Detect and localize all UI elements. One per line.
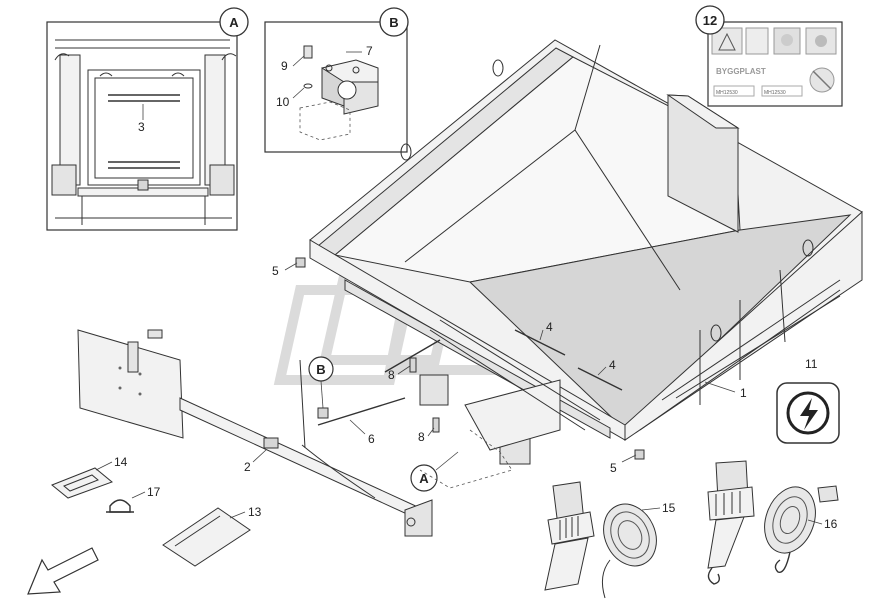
- callout-16: 16: [824, 517, 838, 531]
- detail-view-a: 3 A: [46, 7, 249, 231]
- detail-badge-a: A: [229, 15, 239, 30]
- callout-10: 10: [276, 95, 290, 109]
- decal-code-2: MH12530: [764, 90, 786, 96]
- callout-15: 15: [662, 501, 676, 515]
- callout-4b: 4: [609, 358, 616, 372]
- drawbar-assembly: [77, 329, 433, 537]
- callout-8b: 8: [418, 430, 425, 444]
- callout-17: 17: [147, 485, 161, 499]
- callout-3: 3: [138, 120, 145, 134]
- ratchet-strap-15: [544, 481, 657, 599]
- callout-14: 14: [114, 455, 128, 469]
- detail-marker-b: B: [316, 362, 325, 377]
- callout-7: 7: [366, 44, 373, 58]
- callout-13: 13: [248, 505, 262, 519]
- callout-2: 2: [244, 460, 251, 474]
- callout-5a: 5: [272, 264, 279, 278]
- decal-brand-text: BYGGPLAST: [716, 67, 766, 76]
- callout-5b: 5: [610, 461, 617, 475]
- callout-9: 9: [281, 59, 288, 73]
- callout-11: 11: [805, 357, 818, 371]
- detail-marker-a: A: [419, 471, 429, 486]
- part-17-shackle: [106, 499, 134, 513]
- hopper-body: [309, 39, 863, 465]
- power-lightning-icon: [776, 382, 840, 444]
- decal-code-1: MH12530: [716, 90, 738, 96]
- part-14-plate: [51, 467, 113, 499]
- direction-arrow-icon: [27, 547, 99, 595]
- callout-8a: 8: [388, 368, 395, 382]
- part-13-manual: [162, 507, 251, 567]
- detail-view-b: 7 9 10 B: [264, 7, 409, 153]
- callout-6: 6: [368, 432, 375, 446]
- ratchet-strap-16: [707, 460, 839, 585]
- detail-view-decals: BYGGPLAST MH12530 MH12530 12: [695, 5, 843, 107]
- detail-badge-12: 12: [703, 13, 717, 28]
- detail-badge-b: B: [389, 15, 398, 30]
- callout-1: 1: [740, 386, 747, 400]
- callout-4a: 4: [546, 320, 553, 334]
